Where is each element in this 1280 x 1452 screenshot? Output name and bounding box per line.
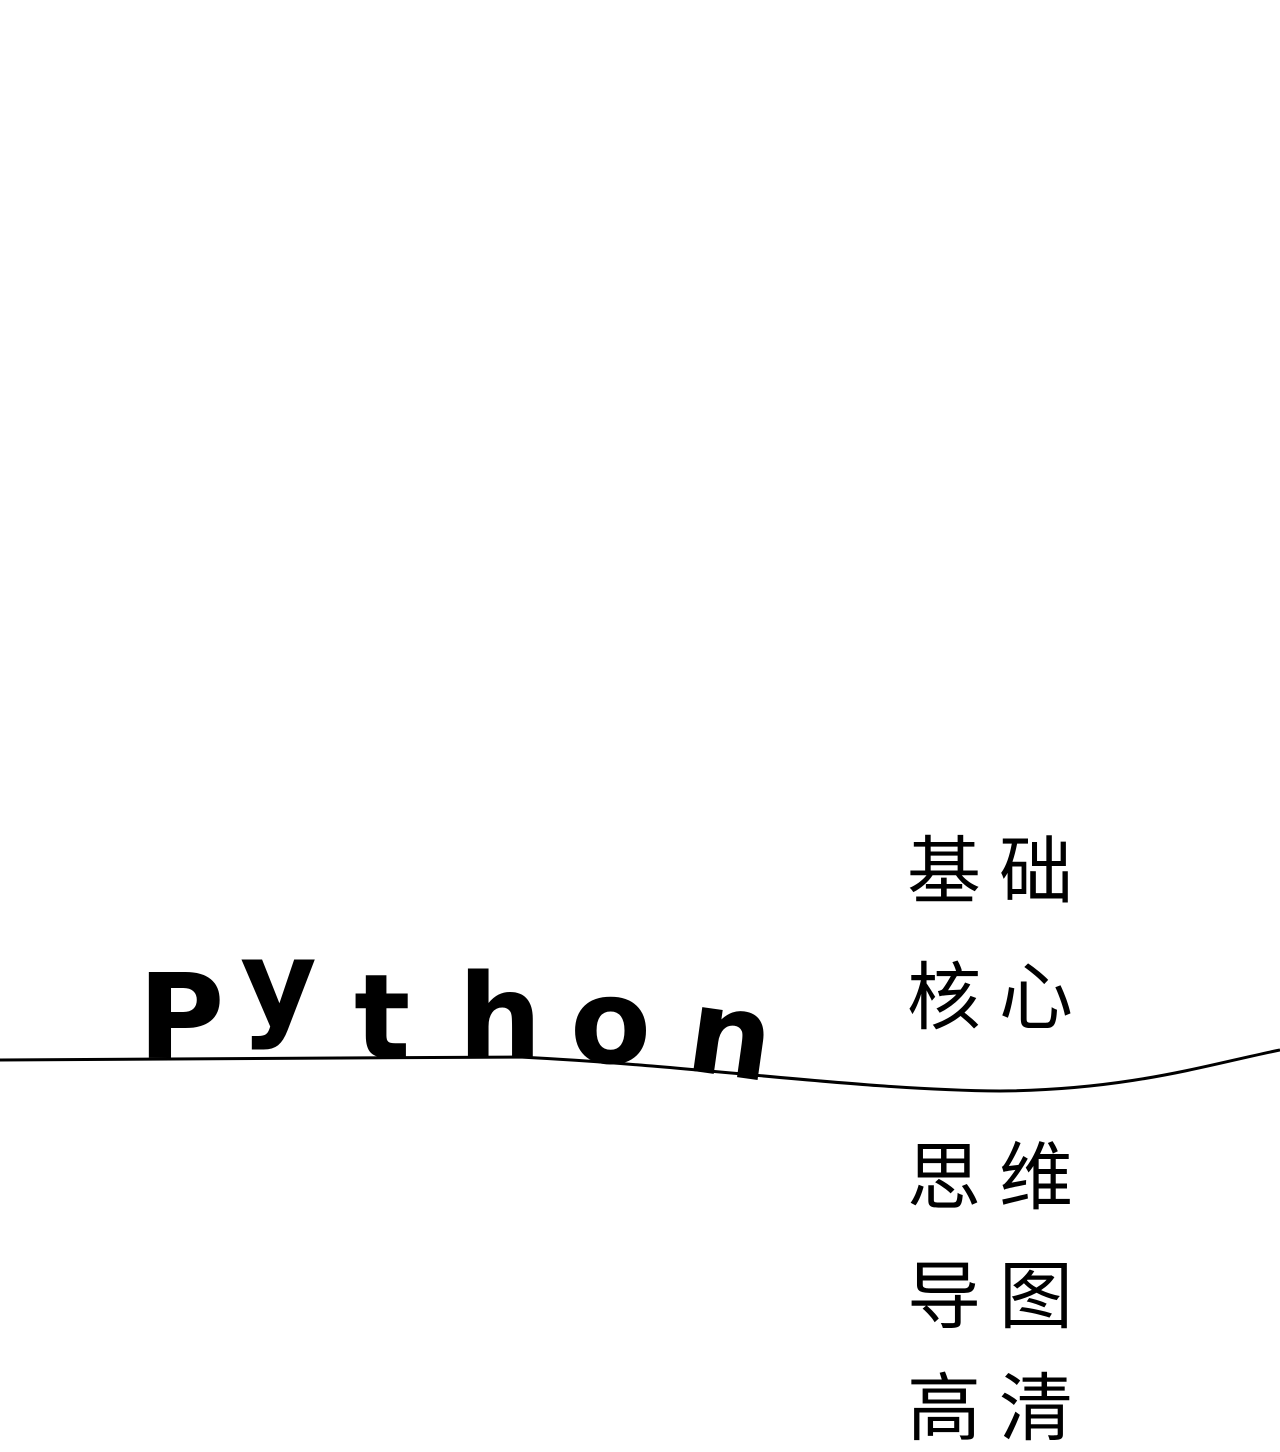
subtitle-char: 基 <box>907 829 981 915</box>
title-letter-n: n <box>680 961 782 1109</box>
subtitle-char: 础 <box>999 829 1073 915</box>
subtitle-char: 图 <box>999 1254 1073 1340</box>
subtitle-char: 导 <box>907 1254 981 1340</box>
subtitle-char: 思 <box>907 1135 981 1221</box>
title-letter-h: h <box>458 948 542 1086</box>
title-letter-y: y <box>240 914 317 1052</box>
subtitle-char: 清 <box>999 1366 1073 1452</box>
subtitle-char: 高 <box>907 1366 981 1452</box>
subtitle-char: 维 <box>999 1135 1073 1221</box>
title-letter-o: o <box>570 953 651 1091</box>
title-letter-p: P <box>138 948 224 1086</box>
subtitle-char: 核 <box>907 955 981 1041</box>
python-title: P y t h o n <box>138 914 782 1109</box>
wave-line <box>0 1048 1280 1093</box>
subtitle-char: 心 <box>999 955 1073 1041</box>
title-letter-t: t <box>354 948 410 1086</box>
